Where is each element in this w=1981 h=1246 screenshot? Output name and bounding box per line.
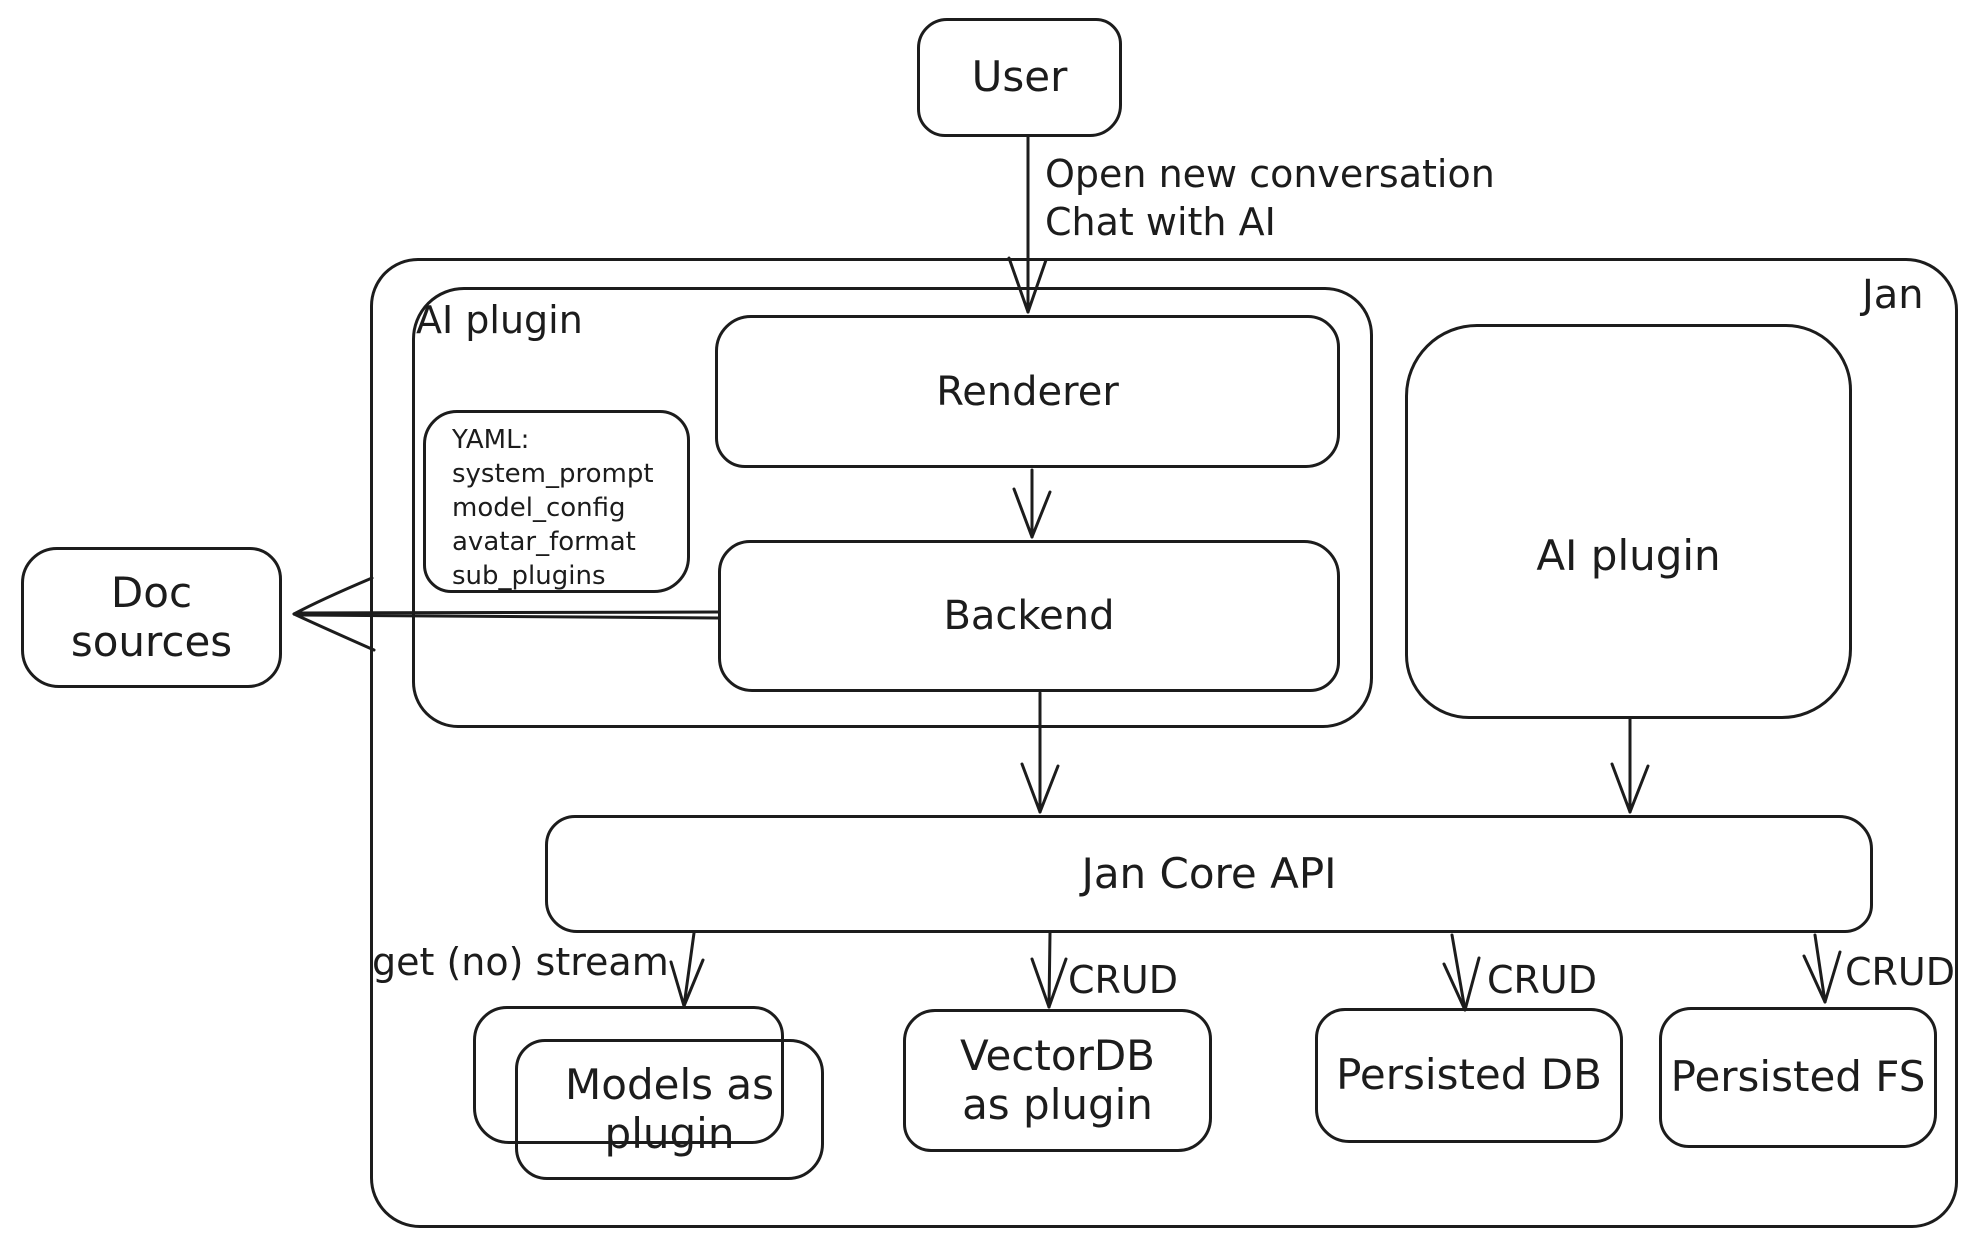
- get-no-stream-label: get (no) stream: [372, 940, 669, 984]
- arrowhead-backend-to-doc-sources-bottom: [292, 612, 376, 652]
- ai-plugin-container: [412, 287, 1373, 728]
- yaml-note-line: system_prompt: [452, 459, 654, 489]
- user-node: User: [917, 18, 1122, 137]
- backend-node-label: Backend: [943, 593, 1115, 639]
- ai-plugin-container-label: AI plugin: [416, 298, 583, 342]
- yaml-note: YAML: system_prompt model_config avatar_…: [423, 410, 690, 593]
- yaml-note-line: sub_plugins: [452, 561, 606, 591]
- persisted-fs-node: Persisted FS: [1659, 1007, 1937, 1148]
- backend-node: Backend: [718, 540, 1340, 692]
- renderer-node: Renderer: [715, 315, 1340, 468]
- models-node-back: [473, 1006, 784, 1144]
- yaml-note-line: model_config: [452, 493, 626, 523]
- renderer-node-label: Renderer: [936, 368, 1119, 415]
- user-arrow-label-line1: Open new conversation: [1045, 152, 1495, 196]
- jan-container-label: Jan: [1862, 272, 1924, 318]
- yaml-note-line: YAML:: [452, 425, 530, 455]
- crud-label-vectordb: CRUD: [1068, 958, 1179, 1002]
- jan-container: [370, 258, 1958, 1228]
- doc-sources-node-label: Doc sources: [70, 568, 233, 666]
- persisted-db-node-label: Persisted DB: [1336, 1050, 1602, 1100]
- jan-core-api-node-label: Jan Core API: [1081, 848, 1337, 898]
- models-node: Models as plugin: [515, 1039, 824, 1180]
- user-node-label: User: [971, 52, 1068, 102]
- vectordb-node-label: VectorDB as plugin: [960, 1031, 1155, 1129]
- vectordb-node: VectorDB as plugin: [903, 1009, 1212, 1152]
- crud-label-persisted-fs: CRUD: [1845, 950, 1956, 994]
- crud-label-persisted-db: CRUD: [1487, 958, 1598, 1002]
- persisted-fs-node-label: Persisted FS: [1670, 1052, 1926, 1102]
- doc-sources-node: Doc sources: [21, 547, 282, 688]
- yaml-note-line: avatar_format: [452, 527, 636, 557]
- user-arrow-label-line2: Chat with AI: [1045, 200, 1276, 244]
- arrowhead-backend-to-doc-sources-top: [292, 576, 374, 616]
- jan-core-api-node: Jan Core API: [545, 815, 1873, 933]
- ai-plugin-right-node: AI plugin: [1405, 324, 1852, 719]
- models-node-label: Models as plugin: [565, 1060, 774, 1158]
- ai-plugin-right-node-label: AI plugin: [1536, 531, 1721, 581]
- persisted-db-node: Persisted DB: [1315, 1008, 1623, 1143]
